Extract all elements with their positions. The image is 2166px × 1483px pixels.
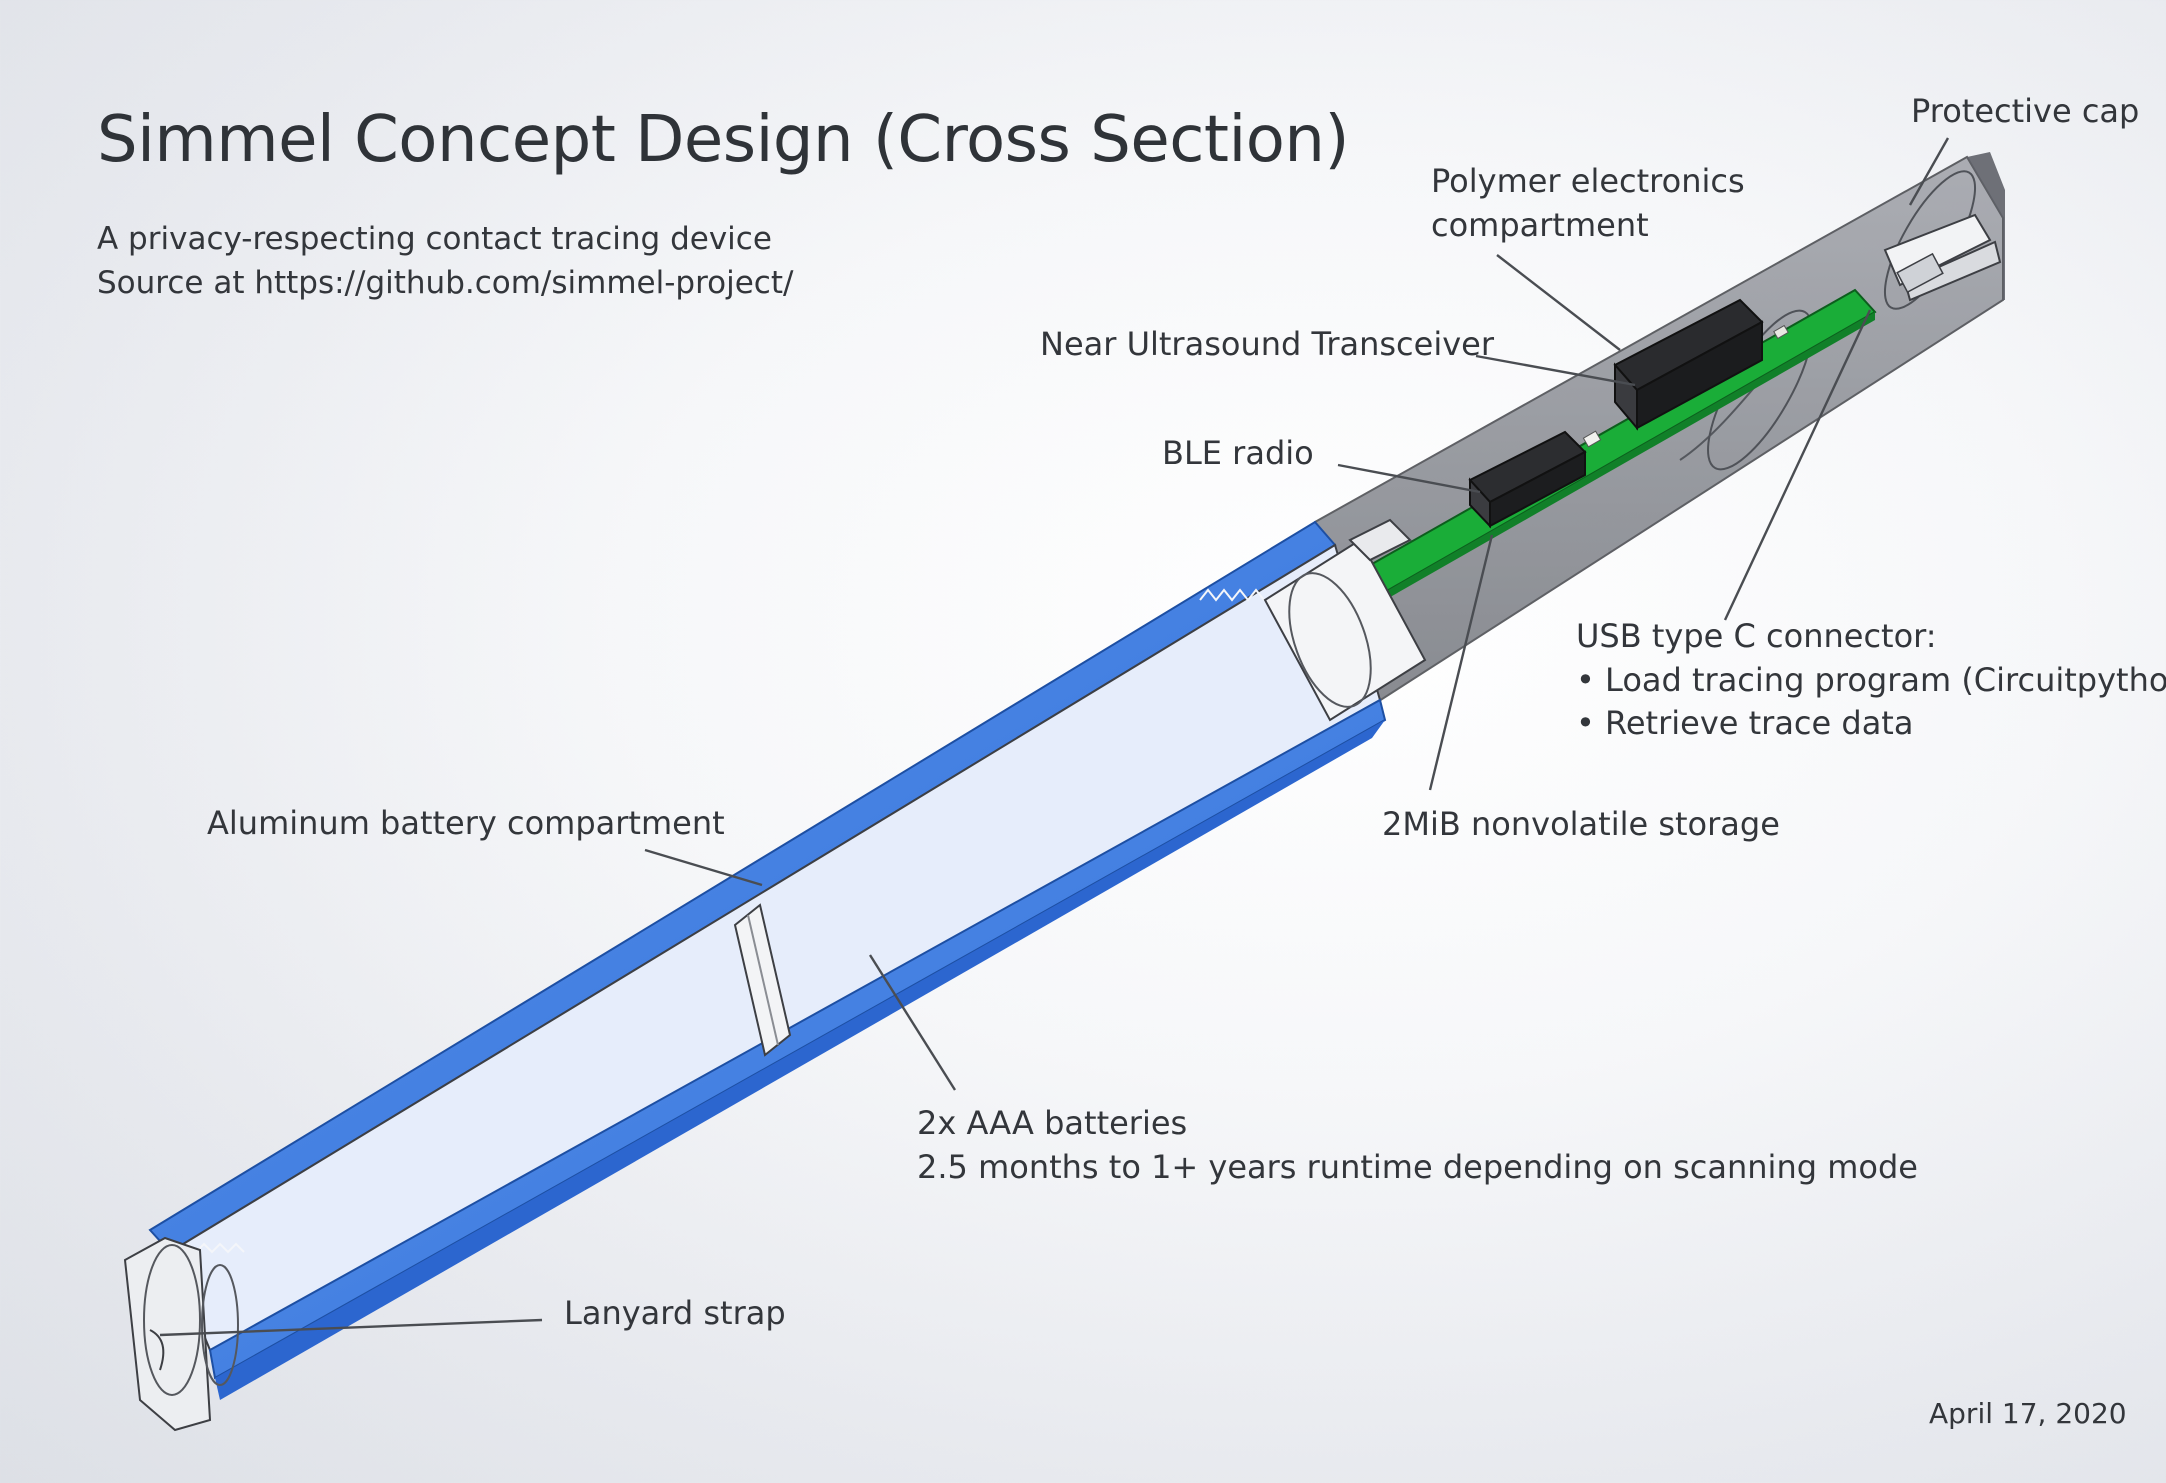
label-batteries-line2: 2.5 months to 1+ years runtime depending…: [917, 1147, 1918, 1186]
label-ultrasound: Near Ultrasound Transceiver: [1040, 325, 1494, 363]
label-polymer-compartment: Polymer electronics compartment: [1431, 160, 1745, 247]
footer-date: April 17, 2020: [1929, 1397, 2127, 1430]
label-batteries-line1: 2x AAA batteries: [917, 1104, 1188, 1142]
battery-divider: [733, 903, 792, 1057]
ble-radio-chip: [1468, 430, 1587, 529]
page-title: Simmel Concept Design (Cross Section): [97, 103, 1349, 177]
aluminum-tube: [148, 520, 1387, 1400]
label-polymer-line2: compartment: [1431, 205, 1649, 244]
subtitle-description: A privacy-respecting contact tracing dev…: [97, 221, 772, 257]
label-storage: 2MiB nonvolatile storage: [1382, 805, 1780, 843]
label-polymer-line1: Polymer electronics: [1431, 162, 1745, 200]
leader-lines: [159, 137, 1950, 1337]
label-lanyard-strap: Lanyard strap: [564, 1294, 786, 1332]
label-usb-line2: • Load tracing program (Circuitpython): [1576, 660, 2166, 699]
label-aluminum-compartment: Aluminum battery compartment: [207, 804, 725, 842]
label-usb-connector: USB type C connector: • Load tracing pro…: [1576, 615, 2166, 746]
inner-coupler: [1263, 518, 1427, 722]
label-ble-radio: BLE radio: [1162, 434, 1314, 472]
ultrasound-chip: [1613, 298, 1764, 431]
label-usb-line1: USB type C connector:: [1576, 617, 1937, 655]
subtitle-source: Source at https://github.com/simmel-proj…: [97, 265, 794, 301]
label-usb-line3: • Retrieve trace data: [1576, 704, 1914, 743]
label-protective-cap: Protective cap: [1911, 92, 2140, 130]
protective-cap: [1883, 213, 2002, 302]
label-batteries: 2x AAA batteries 2.5 months to 1+ years …: [917, 1102, 1918, 1189]
